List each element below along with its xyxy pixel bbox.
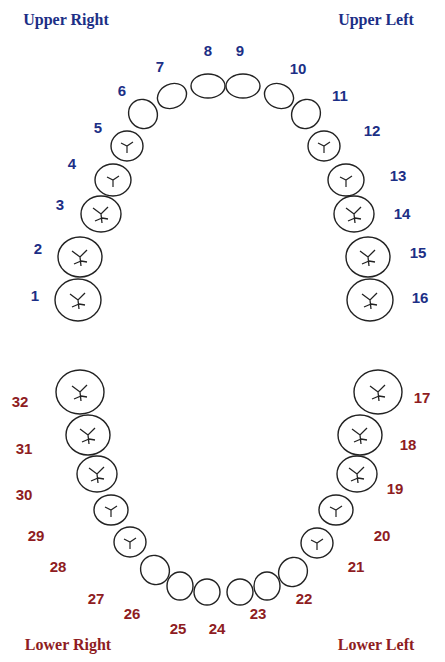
tooth-number: 1 <box>31 288 39 303</box>
tooth-number: 10 <box>290 61 307 76</box>
tooth-number: 5 <box>94 120 102 135</box>
tooth-number: 14 <box>394 206 411 221</box>
quadrant-label: Upper Right <box>23 12 109 28</box>
tooth-number: 26 <box>124 606 141 621</box>
tooth-number: 11 <box>332 88 348 103</box>
tooth-number: 17 <box>414 390 431 405</box>
tooth-number: 15 <box>410 245 427 260</box>
quadrant-label: Lower Left <box>338 637 415 653</box>
tooth-number: 18 <box>400 437 417 452</box>
tooth-number: 30 <box>16 487 33 502</box>
tooth-number: 25 <box>170 621 187 636</box>
tooth-number: 20 <box>374 528 391 543</box>
tooth-number: 32 <box>12 394 29 409</box>
tooth-number: 4 <box>68 156 76 171</box>
tooth-number: 8 <box>204 43 212 58</box>
tooth-number: 13 <box>390 168 407 183</box>
tooth-number: 22 <box>296 591 313 606</box>
tooth-number: 27 <box>88 591 105 606</box>
tooth-number: 19 <box>387 481 404 496</box>
tooth-number: 9 <box>236 43 244 58</box>
tooth-number: 24 <box>209 621 226 636</box>
tooth-number: 28 <box>50 559 67 574</box>
tooth-number: 16 <box>412 290 429 305</box>
tooth-number: 21 <box>348 559 365 574</box>
quadrant-label: Upper Left <box>338 12 414 28</box>
quadrant-label: Lower Right <box>25 637 111 653</box>
tooth-number: 12 <box>364 123 381 138</box>
tooth-number: 2 <box>34 241 42 256</box>
tooth-number: 29 <box>28 528 45 543</box>
tooth-number: 3 <box>56 197 64 212</box>
tooth-number: 7 <box>156 59 164 74</box>
tooth-number: 23 <box>250 606 267 621</box>
tooth-number: 31 <box>16 441 33 456</box>
tooth-number: 6 <box>118 83 126 98</box>
